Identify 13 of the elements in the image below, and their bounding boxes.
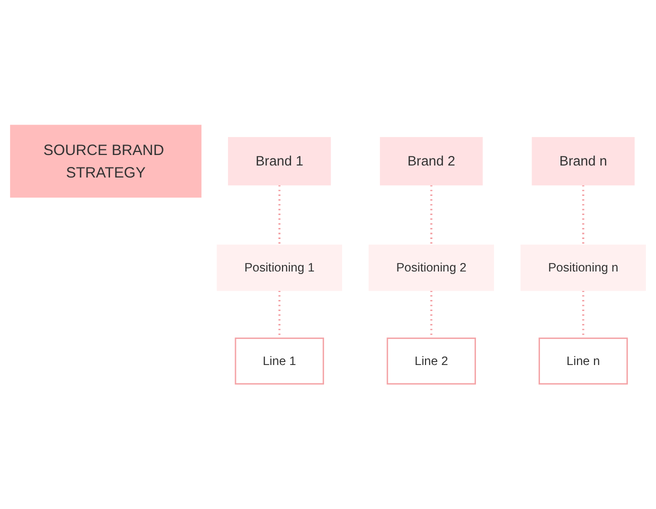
node-box: Brand 2 [380,137,483,186]
node-box: Line n [538,338,628,385]
node-box: Positioning n [520,244,646,291]
node-box: Brand 1 [228,137,331,186]
node-box: Line 2 [386,338,476,385]
connector [278,185,280,245]
node-box: SOURCE BRAND STRATEGY [10,124,202,198]
node-box: Positioning 2 [368,244,494,291]
connector [430,185,432,245]
node-box: Line 1 [234,338,324,385]
connector [582,185,584,245]
node-box: Brand n [532,137,635,186]
node-box: Positioning 1 [216,244,342,291]
